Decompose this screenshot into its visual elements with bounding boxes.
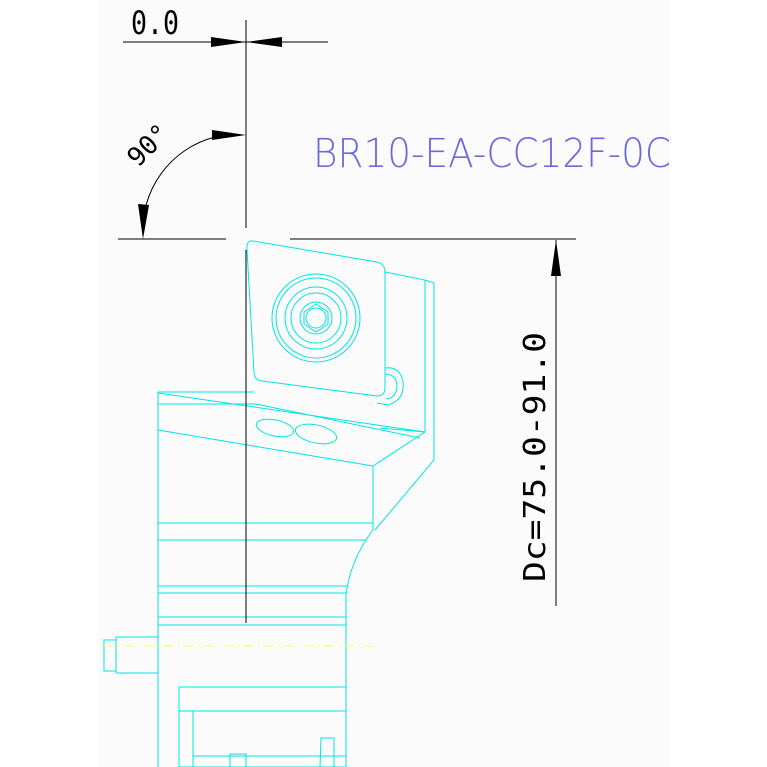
screw-ring-3 <box>284 286 348 350</box>
coolant-hole-left <box>255 418 295 438</box>
diameter-dimension-label: Dc=75.0-91.0 <box>518 332 553 582</box>
dimension-lines <box>118 20 576 606</box>
part-number-title: BR10-EA-CC12F-0C <box>313 131 671 177</box>
lower-right-notch <box>319 737 335 767</box>
offset-arrow-right <box>246 37 282 47</box>
tool-body <box>103 240 435 767</box>
clamp-lobe-inner <box>384 373 398 400</box>
wedge-line-5 <box>372 431 426 467</box>
angle-arrow-bottom <box>138 204 149 239</box>
screw-torx-icon <box>303 303 329 333</box>
offset-arrow-left <box>211 37 246 47</box>
wedge-line-1 <box>157 392 426 433</box>
coolant-hole-right <box>294 423 338 445</box>
body-right-curve <box>345 529 374 767</box>
diameter-arrow-top <box>551 240 561 276</box>
offset-dimension-label: 0.0 <box>131 4 179 42</box>
screw-core <box>305 307 327 329</box>
screw-ring-5 <box>299 301 333 335</box>
lower-pocket <box>178 686 347 767</box>
adjust-screw-body <box>115 636 159 674</box>
wedge-line-3 <box>255 403 421 439</box>
screw-ring-2 <box>275 277 357 359</box>
pocket-outer <box>374 279 435 531</box>
insert-outline <box>246 240 386 397</box>
screw-ring-outer <box>271 273 361 363</box>
pocket-side <box>379 271 426 433</box>
screw-ring-4 <box>290 292 342 344</box>
wedge-line-4 <box>157 429 374 467</box>
lower-tab <box>229 753 247 767</box>
clamp-lobe <box>376 367 404 406</box>
drawing-panel <box>98 0 670 767</box>
dimension-arrows <box>138 37 561 276</box>
angle-arrow-top <box>212 130 246 140</box>
